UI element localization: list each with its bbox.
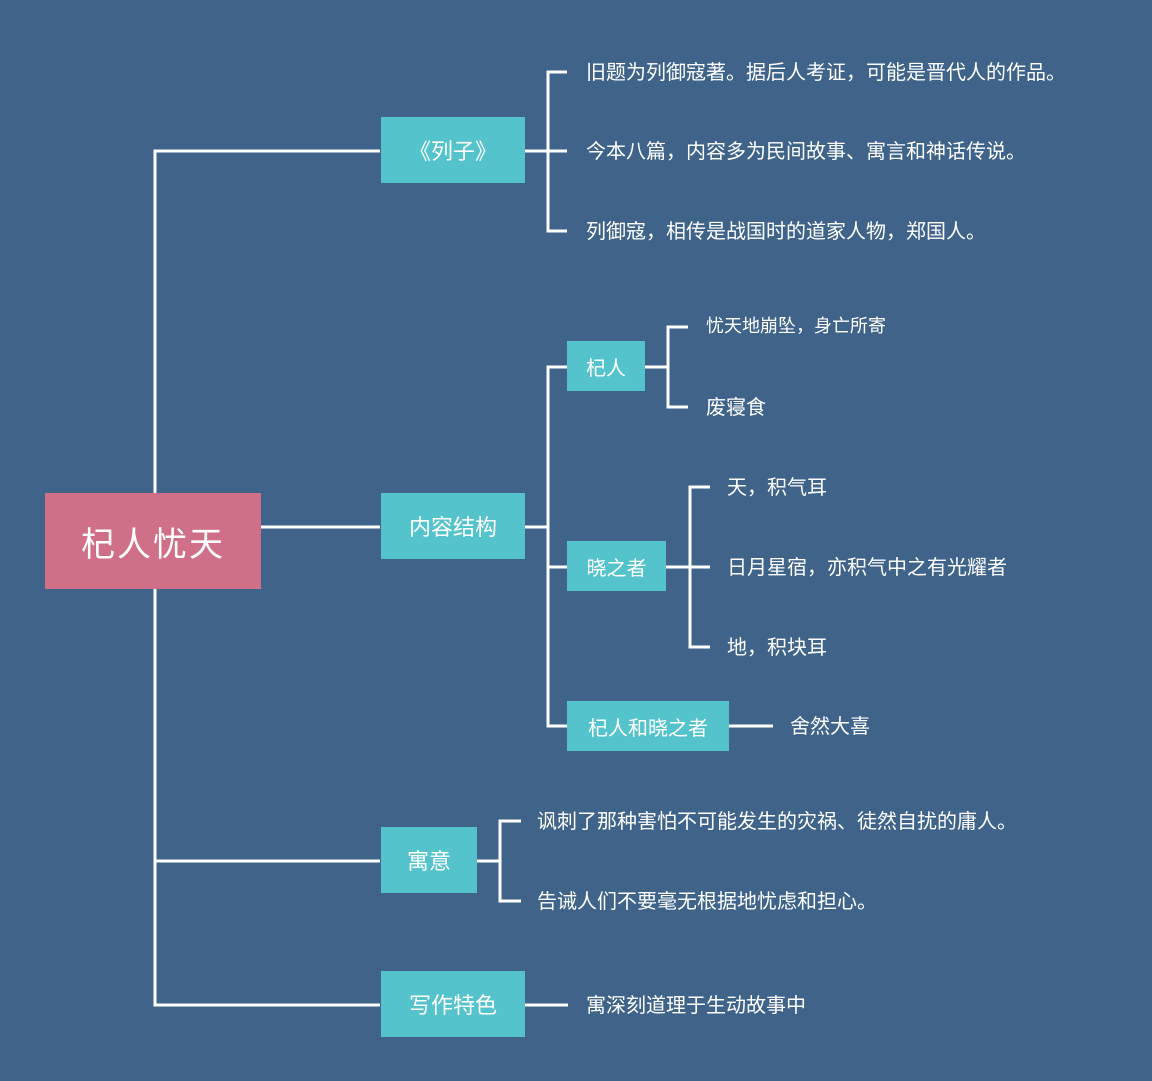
leaf-liezi-1: 旧题为列御寇著。据后人考证，可能是晋代人的作品。 [586,60,1066,84]
bracket-moral [498,819,521,903]
bracket-content [546,365,567,728]
node-qiren-and-xiaozhizhe[interactable]: 杞人和晓之者 [567,701,729,751]
leaf-qiren-1: 忧天地崩坠，身亡所寄 [706,316,886,337]
bracket-qiren [666,325,688,409]
leaf-moral-1: 讽刺了那种害怕不可能发生的灾祸、徒然自扰的庸人。 [537,809,1017,833]
node-content-structure[interactable]: 内容结构 [381,493,525,559]
node-qiren[interactable]: 杞人 [567,341,645,391]
leaf-qiren-2: 废寝食 [706,395,766,419]
leaf-style-1: 寓深刻道理于生动故事中 [586,993,806,1017]
leaf-xiaozhizhe-1: 天，积气耳 [727,475,827,499]
node-liezi[interactable]: 《列子》 [381,117,525,183]
leaf-xiaozhizhe-3: 地，积块耳 [727,635,827,659]
node-moral[interactable]: 寓意 [381,827,477,893]
root-node[interactable]: 杞人忧天 [45,493,261,589]
leaf-liezi-2: 今本八篇，内容多为民间故事、寓言和神话传说。 [586,139,1026,163]
leaf-xiaozhizhe-2: 日月星宿，亦积气中之有光耀者 [727,555,1007,579]
leaf-moral-2: 告诫人们不要毫无根据地忧虑和担心。 [537,889,877,913]
node-xiaozhizhe[interactable]: 晓之者 [567,541,666,591]
node-writing-style[interactable]: 写作特色 [381,971,525,1037]
leaf-liezi-3: 列御寇，相传是战国时的道家人物，郑国人。 [586,219,986,243]
leaf-both-1: 舍然大喜 [790,714,870,738]
